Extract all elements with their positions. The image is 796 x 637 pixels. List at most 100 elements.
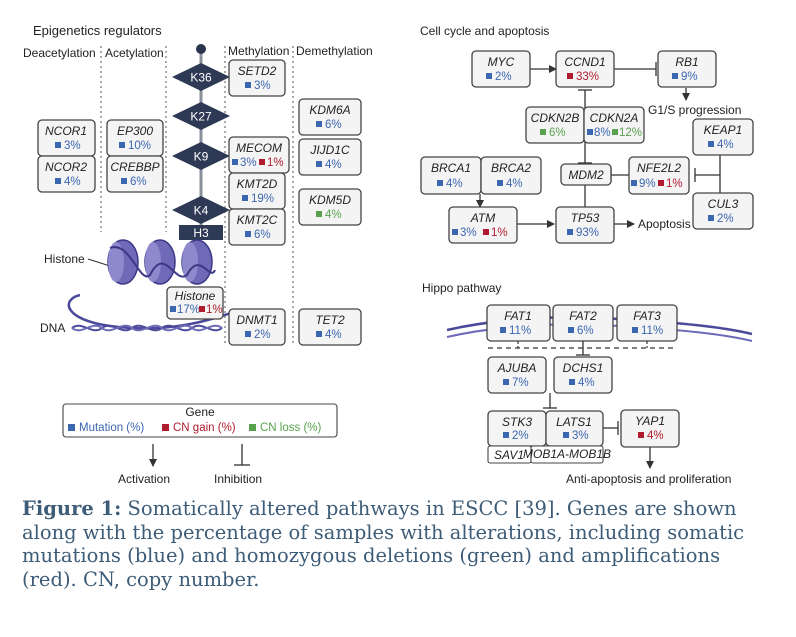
label-g1s: G1/S progression: [648, 103, 741, 117]
svg-text:1%: 1%: [491, 227, 508, 239]
svg-text:4%: 4%: [325, 159, 342, 171]
svg-text:6%: 6%: [549, 127, 566, 139]
gene-box-ep300: EP300 10%: [106, 119, 164, 157]
gene-box-kdm6a: KDM6A 6%: [298, 98, 362, 136]
svg-text:12%: 12%: [619, 127, 642, 139]
svg-text:6%: 6%: [130, 176, 147, 188]
gene-box-tp53: TP53 93%: [555, 206, 615, 244]
svg-text:11%: 11%: [509, 325, 531, 337]
svg-text:KMT2C: KMT2C: [237, 213, 278, 227]
mark-h3: H3: [179, 225, 223, 240]
gene-box-cdkn2a: CDKN2A 8% 12%: [583, 106, 645, 144]
svg-text:KMT2D: KMT2D: [237, 177, 278, 191]
svg-text:Histone: Histone: [175, 289, 216, 303]
svg-text:EP300: EP300: [117, 124, 153, 138]
svg-text:MYC: MYC: [488, 55, 515, 69]
svg-text:DCHS1: DCHS1: [563, 361, 604, 375]
svg-text:7%: 7%: [512, 377, 529, 389]
svg-text:8%: 8%: [594, 127, 611, 139]
gene-box-yap1: YAP1 4%: [620, 409, 680, 448]
svg-text:BRCA2: BRCA2: [491, 161, 531, 175]
svg-text:NCOR2: NCOR2: [45, 160, 87, 174]
gene-box-brca1: BRCA1 4%: [420, 156, 482, 195]
svg-text:2%: 2%: [717, 213, 734, 225]
gene-box-mdm2: MDM2: [560, 163, 612, 186]
svg-text:2%: 2%: [495, 71, 512, 83]
svg-text:JIJD1C: JIJD1C: [309, 143, 350, 157]
label-apoptosis: Apoptosis: [638, 217, 691, 231]
gene-box-tet2: TET2 4%: [298, 308, 362, 346]
svg-text:YAP1: YAP1: [635, 414, 665, 428]
column-methylation: Methylation: [228, 44, 289, 58]
gene-box-rb1: RB1 9%: [657, 50, 717, 88]
gene-box-atm: ATM 3% 1%: [448, 206, 518, 244]
legend-inhibition: Inhibition: [214, 472, 262, 486]
svg-text:DNMT1: DNMT1: [236, 313, 277, 327]
gene-box-kmt2c: KMT2C 6%: [228, 208, 286, 246]
svg-text:4%: 4%: [506, 178, 523, 190]
svg-text:KDM5D: KDM5D: [309, 193, 351, 207]
svg-text:CN gain (%): CN gain (%): [173, 422, 236, 434]
svg-text:MOB1A-MOB1B: MOB1A-MOB1B: [523, 447, 611, 461]
gene-box-ajuba: AJUBA 7%: [487, 356, 547, 394]
histone-tail-end: [196, 44, 206, 54]
histone-pointer: [87, 258, 111, 267]
svg-text:H3: H3: [193, 226, 209, 240]
svg-text:Gene: Gene: [185, 405, 215, 419]
caption-text: Somatically altered pathways in ESCC [39…: [22, 497, 745, 591]
svg-text:4%: 4%: [717, 139, 734, 151]
svg-text:4%: 4%: [578, 377, 595, 389]
svg-text:CN loss (%): CN loss (%): [260, 422, 322, 434]
svg-text:6%: 6%: [577, 325, 594, 337]
svg-text:3%: 3%: [254, 80, 271, 92]
svg-text:LATS1: LATS1: [556, 415, 592, 429]
gene-box-histone: Histone 17% 1%: [166, 286, 224, 320]
mark-k4: K4: [172, 196, 230, 224]
svg-text:CREBBP: CREBBP: [110, 160, 159, 174]
svg-text:1%: 1%: [206, 304, 223, 316]
svg-text:CDKN2A: CDKN2A: [590, 111, 639, 125]
gene-box-ccnd1: CCND1 33%: [555, 50, 615, 88]
svg-text:NFE2L2: NFE2L2: [637, 161, 681, 175]
svg-text:4%: 4%: [325, 329, 342, 341]
column-deacetylation: Deacetylation: [23, 46, 96, 60]
svg-text:1%: 1%: [267, 157, 284, 169]
gene-box-stk3: STK3 2%: [487, 410, 547, 447]
caption-label: Figure 1:: [22, 497, 122, 520]
svg-text:4%: 4%: [325, 209, 342, 221]
svg-text:3%: 3%: [240, 157, 257, 169]
gene-box-lats1: LATS1 3%: [545, 410, 604, 447]
svg-text:3%: 3%: [460, 227, 477, 239]
figure-caption: Figure 1: Somatically altered pathways i…: [22, 497, 774, 591]
svg-text:RB1: RB1: [675, 55, 698, 69]
svg-text:K36: K36: [190, 71, 212, 85]
gene-box-cul3: CUL3 2%: [692, 192, 754, 230]
legend: Gene Mutation (%) CN gain (%) CN loss (%…: [62, 403, 338, 438]
dna-label: DNA: [40, 321, 65, 335]
mark-k27: K27: [172, 102, 230, 130]
svg-text:4%: 4%: [647, 430, 664, 442]
svg-text:FAT3: FAT3: [633, 309, 661, 323]
gene-box-fat2: FAT2 6%: [552, 304, 614, 342]
svg-text:SETD2: SETD2: [238, 64, 277, 78]
label-anti-apoptosis: Anti-apoptosis and proliferation: [566, 472, 731, 486]
svg-text:6%: 6%: [254, 229, 271, 241]
svg-text:17%: 17%: [177, 304, 200, 316]
svg-text:2%: 2%: [254, 329, 271, 341]
svg-text:9%: 9%: [681, 71, 698, 83]
svg-text:CCND1: CCND1: [564, 55, 605, 69]
dna-helix-icon: [71, 324, 223, 332]
svg-text:KDM6A: KDM6A: [309, 103, 350, 117]
svg-text:FAT2: FAT2: [569, 309, 597, 323]
gene-box-fat3: FAT3 11%: [616, 304, 678, 342]
gene-box-cdkn2b: CDKN2B 6%: [525, 106, 585, 144]
gene-box-jijd1c: JIJD1C 4%: [298, 138, 362, 176]
gene-box-brca2: BRCA2 4%: [480, 156, 542, 195]
gene-box-mecom: MECOM 3% 1%: [228, 136, 290, 174]
svg-text:4%: 4%: [446, 178, 463, 190]
svg-text:93%: 93%: [576, 227, 599, 239]
svg-text:AJUBA: AJUBA: [497, 361, 537, 375]
svg-text:FAT1: FAT1: [504, 309, 532, 323]
gene-box-dnmt1: DNMT1 2%: [228, 308, 286, 346]
